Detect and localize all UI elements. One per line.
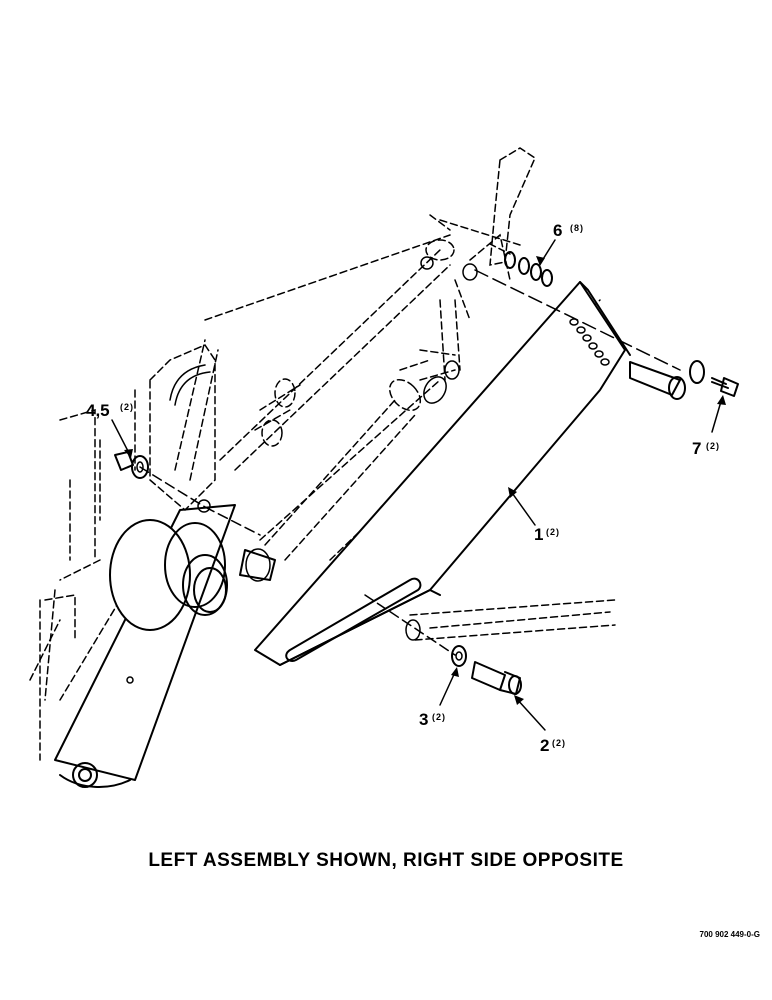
callout-number: 2: [540, 736, 549, 755]
center-lines: [139, 243, 681, 656]
callout-number: 6: [553, 221, 562, 240]
callout-quantity: (8): [570, 223, 584, 233]
callout-6: 6 (8): [553, 221, 584, 240]
callout-3: 3 (2): [419, 710, 446, 729]
callout-4-5: 4,5 (2): [86, 401, 134, 420]
callout-number: 4,5: [86, 401, 110, 420]
washers-part-6: [504, 251, 553, 287]
callout-2: 2 (2): [540, 736, 566, 755]
callout-quantity: (2): [120, 402, 134, 412]
callout-1: 1 (2): [534, 525, 560, 544]
callout-quantity: (2): [706, 441, 720, 451]
callout-quantity: (2): [432, 712, 446, 722]
lift-arm: [54, 499, 276, 788]
callout-quantity: (2): [552, 738, 566, 748]
pin-and-bolt-part-7: [629, 360, 739, 400]
callout-number: 1: [534, 525, 543, 544]
callout-quantity: (2): [546, 527, 560, 537]
callout-7: 7 (2): [692, 439, 720, 458]
nut-washer-part-4-5: [114, 451, 149, 479]
callout-number: 3: [419, 710, 428, 729]
figure-caption: LEFT ASSEMBLY SHOWN, RIGHT SIDE OPPOSITE: [148, 850, 624, 871]
plate-part-1: [254, 281, 631, 666]
leader-arrows: [111, 239, 726, 731]
callout-number: 7: [692, 439, 701, 458]
washer-part-3: [451, 645, 467, 667]
drawing-number: 700 902 449-0-G: [699, 930, 761, 939]
bolt-part-2: [471, 661, 522, 695]
